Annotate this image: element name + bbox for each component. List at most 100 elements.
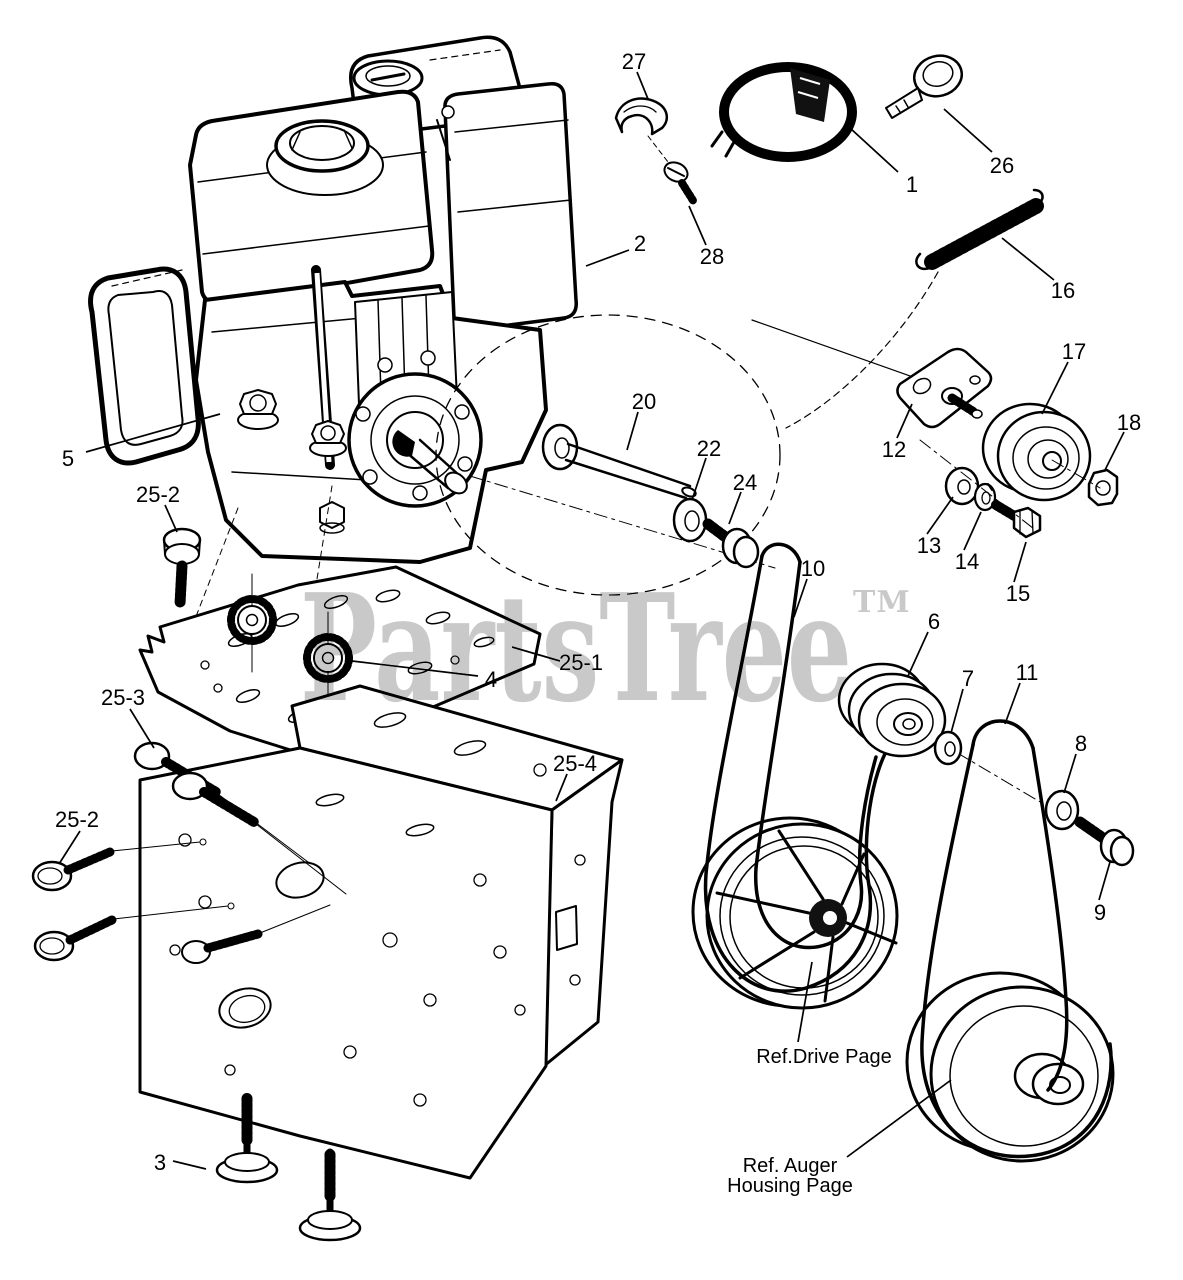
callout-18[interactable]: 18 xyxy=(1117,410,1141,435)
callout-6[interactable]: 6 xyxy=(928,609,940,634)
leader-line-8 xyxy=(1063,753,1077,794)
watermark-tm: TM xyxy=(853,585,911,620)
fuel-tank xyxy=(188,89,435,307)
extension-spring-16 xyxy=(785,188,1044,429)
star-washer-4a xyxy=(227,595,277,645)
callout-27[interactable]: 27 xyxy=(622,49,646,74)
engine-handle xyxy=(88,266,201,466)
callout-28[interactable]: 28 xyxy=(700,244,724,269)
callout-5[interactable]: 5 xyxy=(62,446,74,471)
leader-line-24 xyxy=(728,491,742,525)
callout-12[interactable]: 12 xyxy=(882,437,906,462)
callout-24[interactable]: 24 xyxy=(733,470,757,495)
callout-20[interactable]: 20 xyxy=(632,389,656,414)
leader-line-25-1 xyxy=(511,646,561,662)
ref-label-drive[interactable]: Ref.Drive Page xyxy=(756,1046,892,1068)
leader-line-6 xyxy=(907,631,929,677)
leader-line-4 xyxy=(351,660,479,677)
leader-line-7 xyxy=(950,688,964,734)
callout-16[interactable]: 16 xyxy=(1051,278,1075,303)
washer-13 xyxy=(944,466,980,506)
axis-line xyxy=(919,439,1039,533)
engine-pulley-6 xyxy=(837,662,947,758)
callout-13[interactable]: 13 xyxy=(917,533,941,558)
leader-line-13 xyxy=(926,496,954,535)
rod-20 xyxy=(541,423,697,500)
washer-22 xyxy=(672,497,708,543)
leader-line-25-3 xyxy=(129,708,155,749)
balloon-circle xyxy=(435,314,781,596)
leader-line-17 xyxy=(1041,361,1069,415)
bolts-3 xyxy=(215,1092,362,1242)
drive-belt-10 xyxy=(703,542,892,993)
leader-line-ref-drive xyxy=(797,961,813,1043)
air-box xyxy=(436,81,578,332)
leader-line-25-2a xyxy=(164,504,178,533)
leader-line-20 xyxy=(626,411,639,451)
callout-15[interactable]: 15 xyxy=(1006,581,1030,606)
axis-line xyxy=(1051,459,1101,489)
leader-line-27 xyxy=(636,71,649,100)
leader-line-1 xyxy=(849,127,899,173)
leader-line-16 xyxy=(1001,237,1055,281)
callout-9[interactable]: 9 xyxy=(1094,900,1106,925)
callout-26[interactable]: 26 xyxy=(990,153,1014,178)
leader-lines xyxy=(58,71,1125,1170)
callout-10[interactable]: 10 xyxy=(801,556,825,581)
leader-line-25-4 xyxy=(555,773,568,802)
callout-25-2a[interactable]: 25-2 xyxy=(136,482,180,507)
flange-nut-5 xyxy=(237,389,279,430)
callout-8[interactable]: 8 xyxy=(1075,731,1087,756)
leader-line-22 xyxy=(691,457,707,501)
leader-line-5 xyxy=(85,413,221,453)
leader-line-25-2b xyxy=(58,830,81,865)
output-shaft xyxy=(404,438,468,495)
leader-line-9 xyxy=(1098,861,1111,901)
callout-17[interactable]: 17 xyxy=(1062,339,1086,364)
watermark: PartsTree TM xyxy=(300,561,911,735)
bolt-24 xyxy=(702,518,760,569)
callout-11[interactable]: 11 xyxy=(1016,660,1039,685)
auger-belt-11 xyxy=(920,719,1113,1159)
leader-line-26 xyxy=(943,108,993,153)
leader-line-28 xyxy=(688,205,707,246)
lock-washer-14 xyxy=(973,482,997,512)
flange-nut xyxy=(309,420,347,457)
leader-line-14 xyxy=(963,511,982,551)
nut-18 xyxy=(1087,468,1119,507)
callout-7[interactable]: 7 xyxy=(962,666,974,691)
watermark-text: PartsTree xyxy=(300,561,852,735)
washer-7 xyxy=(933,730,963,766)
callout-25-1[interactable]: 25-1 xyxy=(559,650,603,675)
callout-25-3[interactable]: 25-3 xyxy=(101,685,145,710)
callout-1[interactable]: 1 xyxy=(906,172,918,197)
idler-pulley-17 xyxy=(981,402,1092,502)
callout-22[interactable]: 22 xyxy=(697,436,721,461)
bolt-25-2-top xyxy=(162,527,202,610)
ignition-key-26 xyxy=(885,54,964,119)
engine-assembly xyxy=(88,35,578,633)
idler-bracket-12 xyxy=(896,347,993,429)
callout-25-4[interactable]: 25-4 xyxy=(553,751,597,776)
callout-3[interactable]: 3 xyxy=(154,1150,166,1175)
callout-14[interactable]: 14 xyxy=(955,549,979,574)
leader-line-12 xyxy=(896,403,913,439)
cable-clamp-27 xyxy=(614,97,669,136)
screw-28 xyxy=(647,135,698,206)
callout-25-2b[interactable]: 25-2 xyxy=(55,807,99,832)
leader-line-ref-auger xyxy=(846,1079,952,1158)
leader-line-11 xyxy=(1004,682,1021,725)
leader-line-15 xyxy=(1013,541,1027,583)
star-washer-4b xyxy=(303,633,353,683)
callout-4[interactable]: 4 xyxy=(485,667,497,692)
frame-box-25-4 xyxy=(138,684,624,1180)
bolt-9 xyxy=(1074,816,1135,867)
bolt-15 xyxy=(991,500,1042,539)
callout-2[interactable]: 2 xyxy=(634,231,646,256)
leader-line-10 xyxy=(793,578,808,618)
washer-8 xyxy=(1044,789,1080,831)
bolts-25-2-left xyxy=(31,838,235,962)
